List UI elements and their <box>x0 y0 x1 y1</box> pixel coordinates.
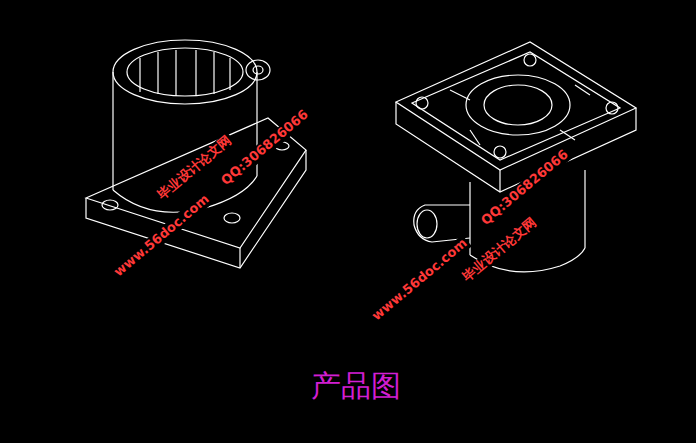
watermark: 毕业设计论文网 <box>154 132 236 205</box>
watermark: QQ:306826066 <box>217 106 313 190</box>
watermark: www.56doc.com <box>110 191 214 282</box>
watermark: 毕业设计论文网 <box>459 214 541 287</box>
watermark: www.56doc.com <box>368 235 472 326</box>
caption: 产品图 <box>311 368 401 404</box>
